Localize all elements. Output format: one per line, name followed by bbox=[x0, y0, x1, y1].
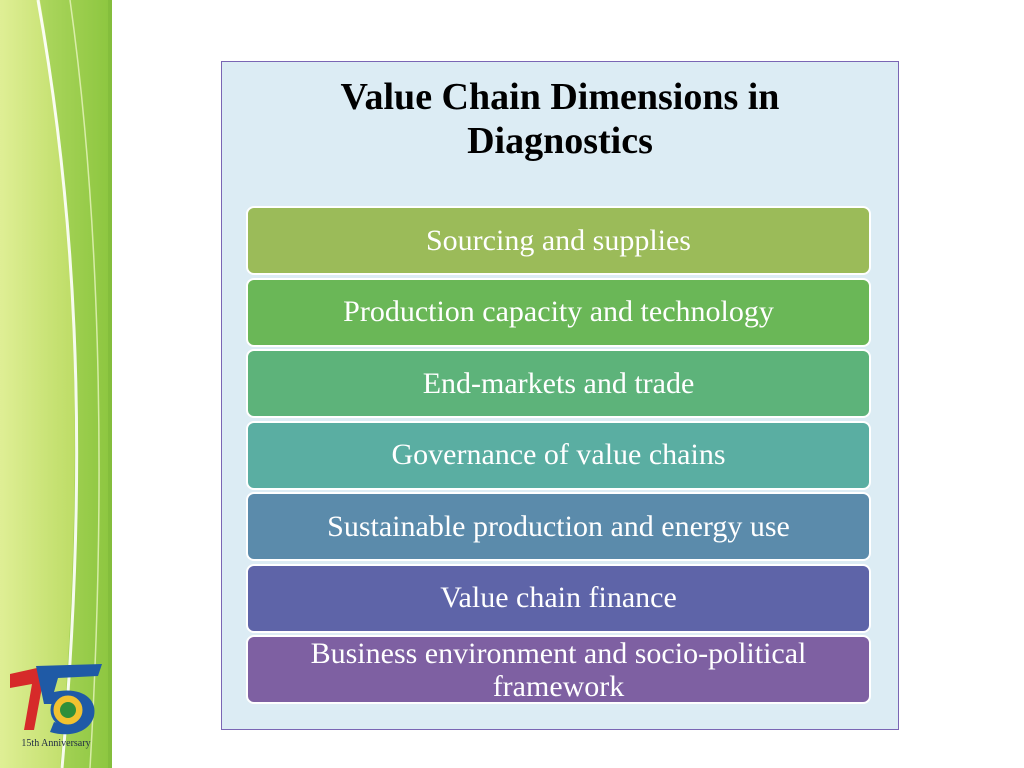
dimension-box: Governance of value chains bbox=[246, 420, 871, 490]
anniversary-logo: 15th Anniversary bbox=[6, 660, 106, 760]
dimension-label: End-markets and trade bbox=[422, 366, 695, 400]
dimension-box: End-markets and trade bbox=[246, 349, 871, 418]
slide-title-line-1: Value Chain Dimensions in bbox=[340, 76, 780, 118]
dimension-label: Governance of value chains bbox=[391, 438, 726, 471]
dimension-box: Value chain finance bbox=[246, 563, 871, 633]
dimension-box: Sourcing and supplies bbox=[246, 206, 871, 275]
decorative-side-band bbox=[0, 0, 112, 768]
dimension-box: Sustainable production and energy use bbox=[246, 492, 871, 561]
logo-caption: 15th Anniversary bbox=[21, 738, 91, 749]
dimension-label: Value chain finance bbox=[440, 581, 677, 614]
dimension-label: Sustainable production and energy use bbox=[327, 509, 790, 543]
dimension-box: Business environment and socio-political… bbox=[246, 635, 871, 704]
slide-title: Value Chain Dimensions in Diagnostics bbox=[222, 75, 898, 163]
green-swoosh-graphic bbox=[0, 0, 112, 768]
dimension-label: Sourcing and supplies bbox=[426, 223, 691, 257]
dimension-label: Production capacity and technology bbox=[343, 295, 774, 328]
dimension-box: Production capacity and technology bbox=[246, 277, 871, 347]
fifteen-emblem-icon bbox=[10, 664, 102, 735]
dimension-label: Business environment and socio-political… bbox=[310, 637, 807, 703]
slide-title-line-2: Diagnostics bbox=[467, 120, 653, 162]
